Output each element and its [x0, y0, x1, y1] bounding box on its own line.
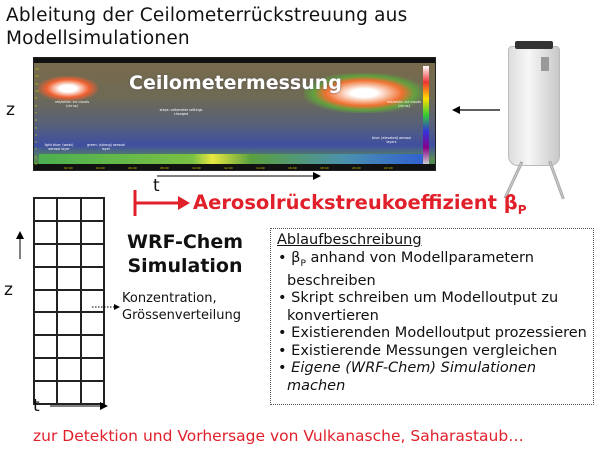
ceilometer-title: Ceilometermessung	[129, 72, 342, 94]
annotation: light blue: (weak) aerosol layer	[44, 143, 74, 151]
height-tick: 3	[35, 140, 37, 145]
time-tick: 18:00	[320, 166, 329, 170]
list-item: βP anhand von Modellparametern beschreib…	[277, 250, 587, 291]
height-tick: 12	[35, 74, 39, 79]
list-item: Eigene (WRF-Chem) Simulationen machen	[277, 360, 587, 395]
model-grid	[33, 197, 105, 405]
height-tick: 13	[35, 67, 39, 72]
slide-title: Ableitung der Ceilometerrückstreuung aus…	[6, 5, 408, 49]
grid-cell	[57, 335, 81, 359]
grid-cell	[57, 220, 81, 244]
height-tick: 0	[35, 162, 37, 166]
grid-cell	[34, 266, 58, 290]
height-tick: 5	[35, 125, 37, 130]
plot-header	[34, 58, 435, 63]
time-tick: 16:00	[288, 166, 297, 170]
z-axis-arrow	[16, 231, 24, 259]
grid-cell	[80, 381, 104, 404]
annotation: red/white: ice clouds (cirrus)	[54, 100, 90, 108]
height-tick: 4	[35, 132, 37, 137]
time-tick: 20:00	[352, 166, 361, 170]
workflow-box: Ablaufbeschreibung βP anhand von Modellp…	[270, 228, 594, 405]
grid-cell	[57, 358, 81, 382]
grid-cell	[34, 198, 58, 221]
t-axis-arrow	[157, 172, 321, 180]
height-tick: 1	[35, 154, 37, 159]
grid-cell	[57, 289, 81, 313]
dotted-arrow-icon	[92, 304, 120, 310]
time-tick: 04:00	[96, 166, 105, 170]
z-axis-label: z	[4, 280, 13, 300]
grid-cell	[80, 289, 104, 313]
annotation: steps: ceilometer settings changed	[159, 108, 203, 116]
list-item: Existierenden Modelloutput prozessieren	[277, 325, 587, 343]
grid-cell	[34, 358, 58, 382]
grid-cell	[34, 243, 58, 267]
annotation: green: (strong) aerosol layer	[87, 143, 125, 151]
t-axis-arrow	[50, 402, 108, 410]
aerosol-layer	[39, 154, 424, 164]
grid-cell	[80, 312, 104, 336]
grid-cell	[34, 220, 58, 244]
time-tick: 10:00	[192, 166, 201, 170]
time-tick: 22:00	[384, 166, 393, 170]
time-tick: 02:00	[64, 166, 73, 170]
grid-cell	[80, 243, 104, 267]
grid-cell	[80, 220, 104, 244]
ceilometer-plot: Ceilometermessung red/white: ice clouds …	[33, 57, 436, 171]
annotation: red/white: ice clouds (cirrus)	[386, 100, 422, 108]
grid-cell	[80, 266, 104, 290]
grid-cell	[80, 358, 104, 382]
z-axis-label: z	[6, 100, 15, 120]
grid-cell	[57, 198, 81, 221]
list-item: Existierende Messungen vergleichen	[277, 343, 587, 361]
t-axis-label: t	[153, 176, 160, 196]
red-arrow-icon	[133, 190, 190, 216]
device-leg	[548, 160, 565, 200]
grid-cell	[34, 289, 58, 313]
color-bar	[423, 66, 429, 164]
time-tick: 06:00	[128, 166, 137, 170]
height-tick: 2	[35, 147, 37, 152]
grid-cell	[57, 312, 81, 336]
grid-cell	[34, 335, 58, 359]
grid-cell	[34, 381, 58, 404]
cirrus-cloud-left	[38, 76, 98, 101]
height-tick: 7	[35, 110, 37, 115]
height-tick: 8	[35, 103, 37, 108]
aerosol-coefficient-label: Aerosolrückstreukoeffizient βP	[193, 191, 527, 217]
bottom-note: zur Detektion und Vorhersage von Vulkana…	[33, 427, 524, 445]
time-tick: 14:00	[256, 166, 265, 170]
ceilometer-device-image	[508, 41, 560, 166]
time-tick: 08:00	[160, 166, 169, 170]
grid-cell	[57, 243, 81, 267]
arrow-left-icon	[452, 106, 500, 114]
wrf-chem-title: WRF-Chem Simulation	[126, 231, 244, 277]
plot-footer	[34, 164, 435, 170]
t-axis-label: t	[33, 396, 40, 416]
grid-cell	[57, 381, 81, 404]
height-tick: 10	[35, 89, 39, 93]
height-tick: 11	[35, 81, 39, 86]
annotation: blue: (elevated) aerosol layers	[371, 136, 412, 144]
height-tick: 9	[35, 96, 37, 101]
workflow-heading: Ablaufbeschreibung	[277, 232, 422, 248]
list-item: Skript schreiben um Modelloutput zu konv…	[277, 290, 587, 325]
grid-cell	[57, 266, 81, 290]
cirrus-cloud-right	[304, 73, 424, 113]
grid-cell	[80, 335, 104, 359]
concentration-label: Konzentration, Grössenverteilung	[122, 291, 241, 323]
grid-cell	[34, 312, 58, 336]
height-tick: 6	[35, 118, 37, 123]
time-tick: 12:00	[224, 166, 233, 170]
grid-cell	[80, 198, 104, 221]
